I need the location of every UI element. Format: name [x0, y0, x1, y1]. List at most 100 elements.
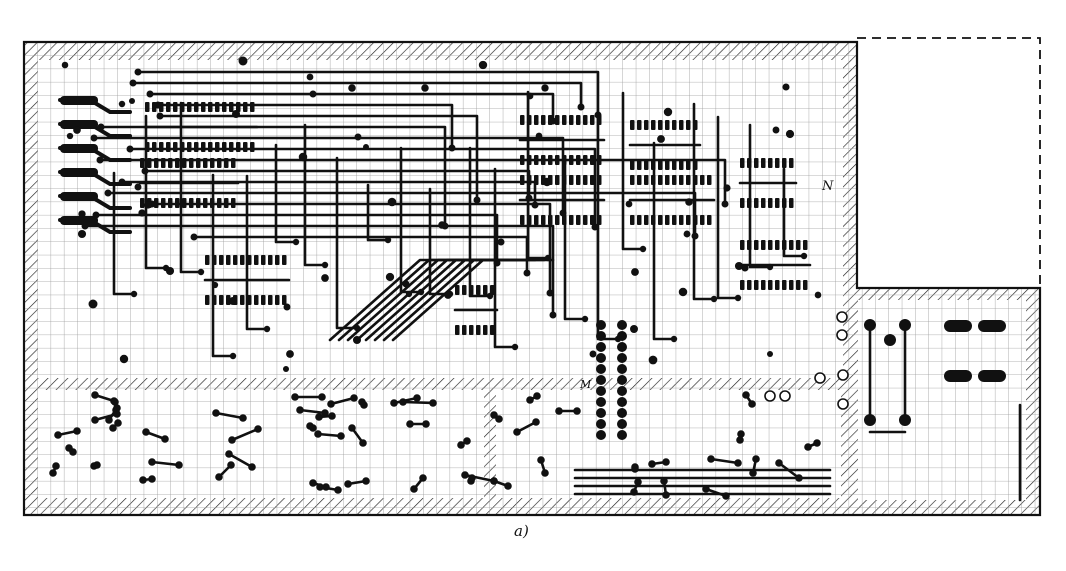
solder-pad: [864, 414, 876, 426]
solder-pad: [617, 375, 627, 385]
solder-pad: [148, 475, 156, 483]
smd-pad: [775, 280, 780, 290]
solder-pad: [61, 61, 69, 69]
smd-pad: [597, 115, 602, 125]
smd-pad: [754, 198, 759, 208]
solder-pad: [88, 299, 98, 309]
smd-pad: [166, 142, 171, 152]
solder-pad: [263, 325, 271, 333]
solder-pad: [461, 471, 469, 479]
solder-pad: [422, 420, 430, 428]
solder-pad: [899, 414, 911, 426]
solder-pad: [228, 436, 236, 444]
solder-pad: [215, 473, 223, 481]
smd-pad: [597, 215, 602, 225]
solder-pad: [596, 375, 606, 385]
smd-pad: [490, 285, 495, 295]
solder-pad: [362, 143, 370, 151]
smd-pad: [597, 175, 602, 185]
smd-pad: [182, 158, 187, 168]
smd-pad: [768, 198, 773, 208]
smd-pad: [247, 255, 252, 265]
smd-pad: [651, 120, 656, 130]
solder-pad: [429, 399, 437, 407]
solder-pad: [156, 112, 164, 120]
solder-pad: [197, 268, 205, 276]
trace: [329, 396, 356, 406]
smd-pad: [189, 198, 194, 208]
solder-pad: [348, 84, 356, 92]
solder-pad: [596, 397, 606, 407]
smd-pad: [215, 142, 220, 152]
solder-pad: [65, 444, 73, 452]
solder-pad: [723, 184, 731, 192]
smd-pad: [658, 175, 663, 185]
smd-pad: [268, 295, 273, 305]
smd-pad: [222, 142, 227, 152]
trace: [92, 136, 565, 215]
solder-pad: [448, 144, 456, 152]
solder-pad: [73, 427, 81, 435]
smd-pad: [562, 175, 567, 185]
smd-pad: [203, 198, 208, 208]
solder-pad: [96, 156, 104, 164]
solder-pad: [511, 343, 519, 351]
solder-pad: [138, 209, 146, 217]
smd-pad: [789, 198, 794, 208]
solder-pad: [113, 410, 121, 418]
solder-pad: [463, 437, 471, 445]
solder-pad: [625, 200, 633, 208]
solder-pad: [775, 459, 783, 467]
smd-pad: [236, 102, 241, 112]
trace: [401, 400, 435, 405]
trace: [94, 213, 499, 265]
smd-pad: [152, 102, 157, 112]
smd-pad: [754, 240, 759, 250]
solder-pad: [344, 480, 352, 488]
smd-pad: [555, 175, 560, 185]
smd-pad: [261, 255, 266, 265]
trace: [156, 103, 454, 150]
smd-pad: [268, 255, 273, 265]
solder-pad: [296, 406, 304, 414]
smd-pad: [679, 120, 684, 130]
via-ring: [837, 398, 849, 410]
trace: [214, 411, 245, 420]
smd-pad: [154, 198, 159, 208]
solder-pad: [286, 350, 294, 358]
solder-pad: [327, 400, 335, 408]
smd-pad: [231, 198, 236, 208]
marker-n-label: N: [821, 179, 834, 194]
smd-pad: [159, 142, 164, 152]
smd-pad: [775, 198, 780, 208]
solder-pad: [736, 436, 744, 444]
smd-pad: [637, 215, 642, 225]
smd-pad: [243, 142, 248, 152]
smd-pad: [740, 198, 745, 208]
trace: [179, 101, 203, 274]
smd-pad: [455, 325, 460, 335]
smd-pad: [569, 175, 574, 185]
smd-pad: [761, 158, 766, 168]
solder-pad: [523, 269, 531, 277]
smd-pad: [761, 240, 766, 250]
smd-pad: [644, 160, 649, 170]
smd-pad: [782, 158, 787, 168]
solder-pad: [334, 486, 342, 494]
smd-pad: [182, 198, 187, 208]
via-ring: [814, 372, 826, 384]
smd-pad: [219, 255, 224, 265]
smd-pad: [534, 175, 539, 185]
smd-pad: [679, 160, 684, 170]
solder-pad: [662, 458, 670, 466]
trace: [716, 115, 740, 300]
solder-pad: [309, 90, 317, 98]
solder-pad: [352, 335, 362, 345]
solder-pad: [800, 252, 808, 260]
solder-pad: [804, 443, 812, 451]
smd-pad: [630, 120, 635, 130]
smd-pad: [693, 215, 698, 225]
smd-pad: [658, 215, 663, 225]
smd-pad: [686, 120, 691, 130]
smd-pad: [978, 370, 1006, 382]
